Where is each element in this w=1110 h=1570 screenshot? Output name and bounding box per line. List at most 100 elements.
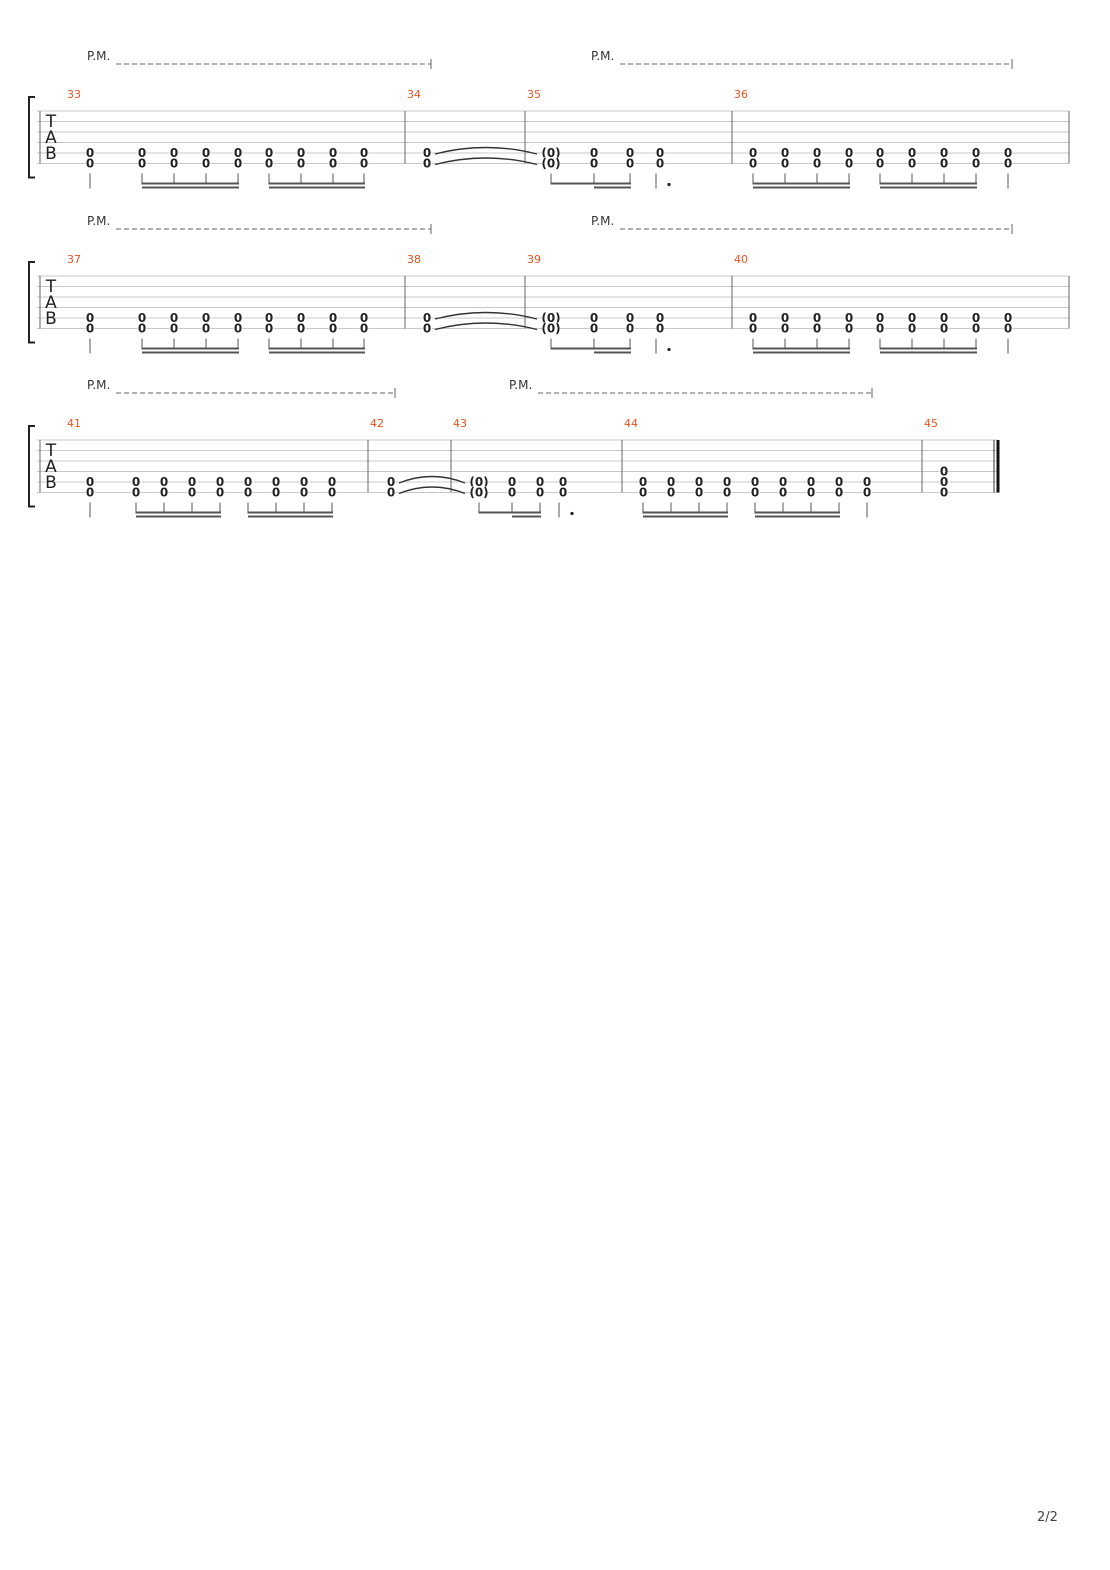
fret-number: 0 [234,146,242,160]
fret-knockout [159,476,169,487]
fret-knockout [264,157,274,169]
fret-knockout [507,476,517,487]
fret-knockout [625,322,635,334]
fret-number: 0 [972,322,980,336]
note-beam [269,347,365,350]
fret-knockout [137,312,147,323]
fret-knockout [386,476,396,487]
fret-knockout [862,476,872,487]
fret-number: 0 [536,486,544,500]
fret-number: 0 [876,311,884,325]
tie-arc [434,311,538,320]
fret-knockout [264,322,274,334]
fret-knockout [638,486,648,498]
fret-number: 0 [876,146,884,160]
fret-knockout [233,312,243,323]
fret-number: 0 [360,146,368,160]
fret-number: 0 [329,311,337,325]
fret-number: 0 [863,475,871,489]
fret-knockout [722,476,732,487]
fret-knockout [834,476,844,487]
fret-knockout [328,322,338,334]
note-beam [512,515,541,518]
fret-knockout [85,147,95,158]
fret-number: 0 [188,486,196,500]
fret-number: 0 [667,486,675,500]
tie-arc [398,475,466,484]
fret-number: 0 [559,475,567,489]
fret-number: 0 [86,486,94,500]
fret-knockout [201,157,211,169]
tab-clef-letter: A [45,457,57,477]
fret-knockout [187,476,197,487]
fret-number: 0 [132,475,140,489]
fret-knockout [159,486,169,498]
fret-number: 0 [876,322,884,336]
note-beam [142,347,239,350]
system-bracket [28,425,35,508]
fret-number: (0) [541,322,560,336]
fret-number: 0 [202,157,210,171]
note-beam [136,511,221,514]
fret-knockout [271,486,281,498]
fret-number: 0 [300,486,308,500]
fret-number: 0 [265,157,273,171]
fret-number: 0 [387,475,395,489]
fret-number: 0 [876,157,884,171]
note-beam [142,351,239,354]
fret-number: 0 [234,311,242,325]
fret-knockout [907,322,917,334]
fret-number: 0 [835,475,843,489]
measure-number: 44 [624,417,638,430]
fret-knockout [169,157,179,169]
note-beam [753,347,850,350]
fret-number: 0 [813,146,821,160]
fret-number: 0 [328,475,336,489]
fret-number: 0 [908,322,916,336]
note-beam [269,351,365,354]
tie-arc [434,146,538,155]
fret-number: 0 [508,475,516,489]
measure-number: 34 [407,88,421,101]
fret-number: 0 [216,475,224,489]
fret-number: 0 [751,486,759,500]
fret-number: 0 [297,322,305,336]
fret-knockout [907,312,917,323]
fret-number: 0 [360,311,368,325]
fret-knockout [328,312,338,323]
fret-knockout [589,322,599,334]
fret-number: 0 [972,157,980,171]
fret-number: 0 [639,475,647,489]
measure-number: 35 [527,88,541,101]
fret-knockout [844,322,854,334]
measure-number: 39 [527,253,541,266]
note-beam [248,515,333,518]
fret-knockout [812,147,822,158]
fret-number: 0 [908,146,916,160]
fret-knockout [359,312,369,323]
fret-knockout [722,486,732,498]
fret-number: 0 [132,486,140,500]
fret-number: 0 [272,475,280,489]
fret-knockout [233,157,243,169]
fret-number: 0 [202,146,210,160]
fret-knockout [535,486,545,498]
fret-knockout [243,486,253,498]
fret-number: 0 [508,486,516,500]
fret-knockout [233,322,243,334]
page-number: 2/2 [1037,1510,1058,1525]
fret-knockout [939,465,949,477]
fret-number: 0 [170,322,178,336]
fret-number: 0 [387,486,395,500]
measure-number: 33 [67,88,81,101]
fret-number: 0 [300,475,308,489]
fret-number: 0 [423,146,431,160]
fret-knockout [422,147,432,158]
dot [667,347,671,352]
fret-number: 0 [639,486,647,500]
fret-number: 0 [244,475,252,489]
fret-number: 0 [297,146,305,160]
fret-number: 0 [265,146,273,160]
fret-knockout [215,476,225,487]
